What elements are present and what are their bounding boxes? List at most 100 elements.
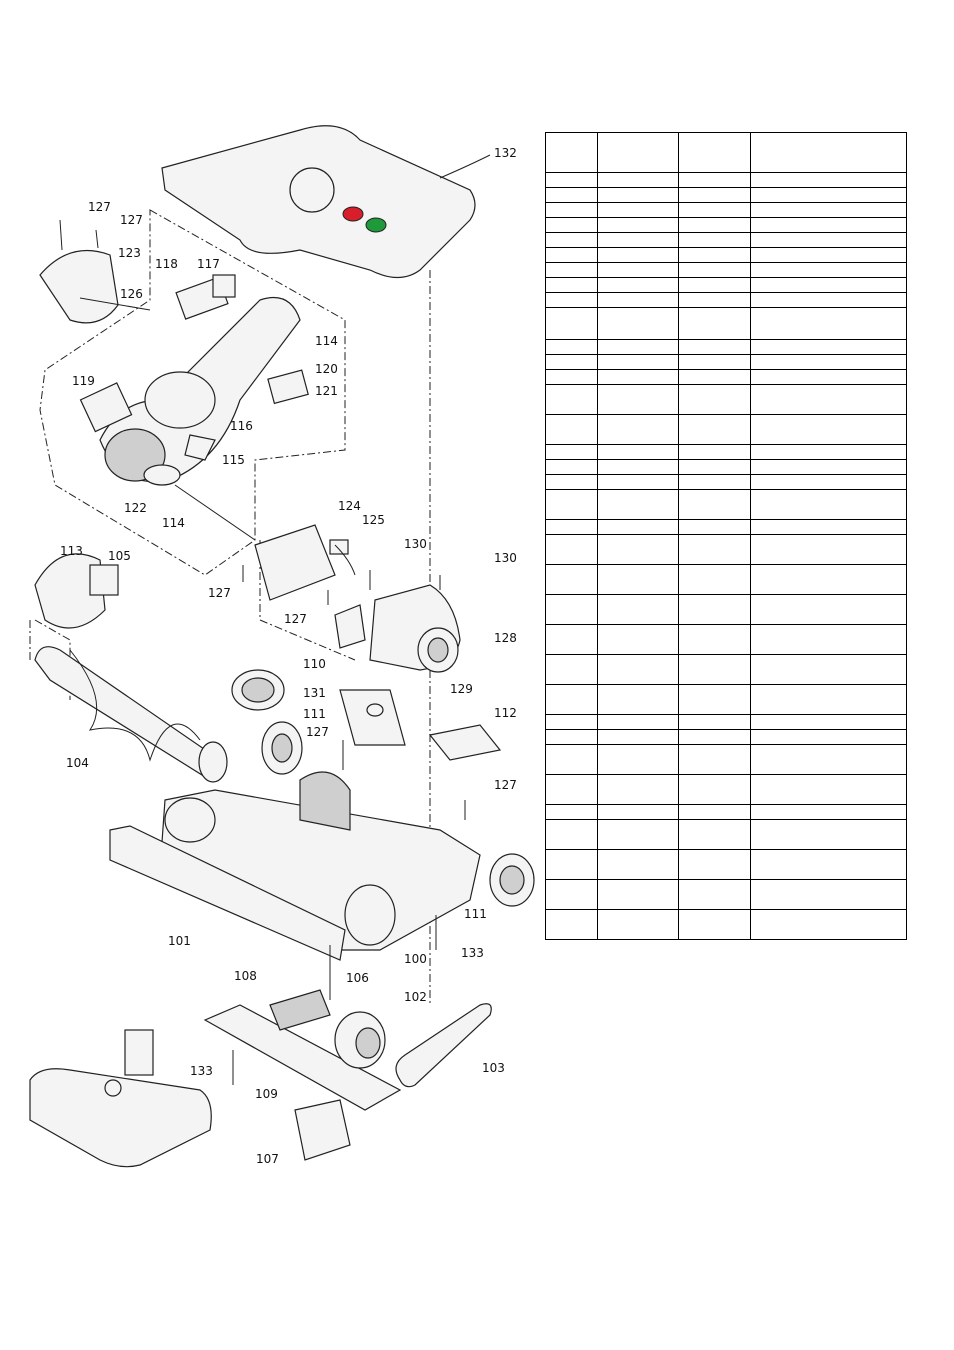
table-row	[545, 414, 907, 445]
table-row	[545, 247, 907, 263]
table-cell	[750, 564, 907, 595]
callout-103: 103	[482, 1061, 505, 1075]
table-cell	[750, 729, 907, 745]
table-row	[545, 684, 907, 715]
table-cell	[678, 369, 751, 385]
table-cell	[545, 534, 598, 565]
table-cell	[750, 684, 907, 715]
table-cell	[750, 879, 907, 910]
table-cell	[545, 354, 598, 370]
table-row	[545, 774, 907, 805]
table-row	[545, 187, 907, 203]
table-cell	[750, 384, 907, 415]
table-cell	[678, 247, 751, 263]
table-cell	[545, 804, 598, 820]
top-cover	[161, 125, 491, 279]
table-cell	[545, 232, 598, 248]
callout-108: 108	[234, 969, 257, 983]
callout-110: 110	[303, 657, 326, 671]
callout-117: 117	[197, 257, 220, 271]
table-cell	[678, 819, 751, 850]
table-cell	[750, 519, 907, 535]
table-cell	[750, 172, 907, 188]
table-cell	[678, 414, 751, 445]
table-row	[545, 262, 907, 278]
table-cell	[545, 132, 598, 173]
table-cell	[750, 339, 907, 355]
table-cell	[678, 444, 751, 460]
control-board	[339, 689, 406, 746]
table-cell	[678, 594, 751, 625]
callout-115: 115	[222, 453, 245, 467]
table-cell	[545, 384, 598, 415]
callout-127: 127	[208, 586, 231, 600]
table-cell	[678, 519, 751, 535]
overview-vacuum	[29, 1029, 212, 1168]
side-cap	[39, 249, 151, 324]
callout-133: 133	[461, 946, 484, 960]
callout-112: 112	[494, 706, 517, 720]
table-cell	[678, 187, 751, 203]
table-cell	[597, 714, 679, 730]
table-cell	[545, 369, 598, 385]
table-row	[545, 714, 907, 730]
table-cell	[597, 654, 679, 685]
table-cell	[545, 729, 598, 745]
callout-120: 120	[315, 362, 338, 376]
callout-111: 111	[464, 907, 487, 921]
table-cell	[597, 262, 679, 278]
base-housing	[159, 771, 481, 951]
table-row	[545, 217, 907, 233]
table-cell	[545, 202, 598, 218]
swivel-bracket	[294, 1099, 351, 1161]
bumper-strip	[109, 825, 346, 961]
table-cell	[597, 232, 679, 248]
table-cell	[750, 414, 907, 445]
table-cell	[545, 519, 598, 535]
exploded-parts-diagram: 132 127 127 123 118 117 126 114 120 119 …	[29, 125, 535, 1168]
table-cell	[545, 564, 598, 595]
table-cell	[750, 187, 907, 203]
motor-bracket	[254, 524, 356, 601]
callout-133: 133	[190, 1064, 213, 1078]
table-row	[545, 594, 907, 625]
callout-121: 121	[315, 384, 338, 398]
table-cell	[597, 414, 679, 445]
callout-124: 124	[338, 499, 361, 513]
table-cell	[678, 172, 751, 188]
table-row	[545, 489, 907, 520]
table-cell	[678, 849, 751, 880]
table-row	[545, 729, 907, 745]
callout-104: 104	[66, 756, 89, 770]
callout-114: 114	[315, 334, 338, 348]
table-cell	[545, 187, 598, 203]
callout-101: 101	[168, 934, 191, 948]
table-row	[545, 292, 907, 308]
table-row	[545, 132, 907, 173]
table-cell	[678, 909, 751, 940]
callout-127: 127	[494, 778, 517, 792]
table-cell	[597, 277, 679, 293]
brush-button-icon	[365, 217, 387, 233]
table-cell	[750, 369, 907, 385]
callout-122: 122	[124, 501, 147, 515]
table-cell	[545, 819, 598, 850]
screws	[59, 219, 466, 820]
table-cell	[750, 744, 907, 775]
table-cell	[750, 714, 907, 730]
table-cell	[597, 684, 679, 715]
table-cell	[545, 744, 598, 775]
table-cell	[678, 354, 751, 370]
table-cell	[597, 804, 679, 820]
table-row	[545, 369, 907, 385]
table-cell	[750, 534, 907, 565]
power-button-icon	[342, 206, 364, 222]
table-cell	[597, 879, 679, 910]
table-cell	[678, 774, 751, 805]
table-cell	[750, 292, 907, 308]
table-cell	[750, 909, 907, 940]
callout-130: 130	[494, 551, 517, 565]
table-cell	[597, 474, 679, 490]
table-cell	[597, 384, 679, 415]
table-cell	[597, 217, 679, 233]
